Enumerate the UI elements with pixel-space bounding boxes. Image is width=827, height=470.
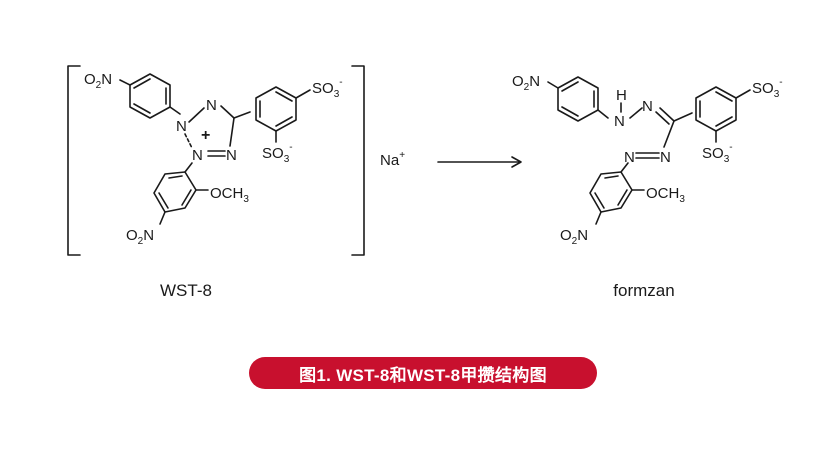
sulfophenyl-ring (255, 86, 311, 143)
sulfonate-bottom: SO3- (262, 142, 293, 165)
product-n-3: N (624, 149, 635, 166)
product-sulfonate-bottom: SO3- (702, 142, 733, 165)
product-label: formzan (613, 281, 674, 300)
right-bracket (351, 65, 365, 256)
counter-ion: Na+ (380, 150, 405, 169)
reactant-label: WST-8 (160, 281, 212, 300)
positive-charge: + (201, 127, 210, 144)
reaction-arrow (437, 156, 522, 168)
product-n-2: N (642, 98, 653, 115)
figure-caption: 图1. WST-8和WST-8甲攒结构图 (249, 357, 597, 389)
product-n-1: N (614, 113, 625, 130)
nitro-group-top: O2N (84, 71, 112, 91)
ring-n-4: N (226, 147, 237, 164)
hydrogen-atom: H (616, 87, 627, 104)
product-sulfophenyl-ring (695, 86, 751, 143)
ring-n-2: N (206, 97, 217, 114)
nitrophenyl-ring-top (119, 73, 181, 119)
sulfonate-top: SO3- (312, 77, 343, 100)
product-methoxyphenyl-ring (589, 162, 645, 225)
ring-n-3: N (192, 147, 203, 164)
hydrazone-chain (620, 102, 693, 159)
nitro-group-bottom: O2N (126, 227, 154, 247)
tetrazolium-ring (184, 105, 251, 157)
wst8-molecule: O2N N N N N + SO3- SO3- (84, 71, 343, 247)
formazan-molecule: O2N H N N N N SO3- SO3- (512, 73, 783, 247)
product-nitro-group-top: O2N (512, 73, 540, 93)
product-sulfonate-top: SO3- (752, 77, 783, 100)
left-bracket (67, 65, 81, 256)
methoxyphenyl-ring (153, 162, 209, 225)
product-nitro-group-bottom: O2N (560, 227, 588, 247)
ring-n-1: N (176, 118, 187, 135)
product-n-4: N (660, 149, 671, 166)
product-nitrophenyl-ring-top (547, 76, 609, 122)
methoxy-group: OCH3 (210, 185, 249, 205)
product-methoxy-group: OCH3 (646, 185, 685, 205)
